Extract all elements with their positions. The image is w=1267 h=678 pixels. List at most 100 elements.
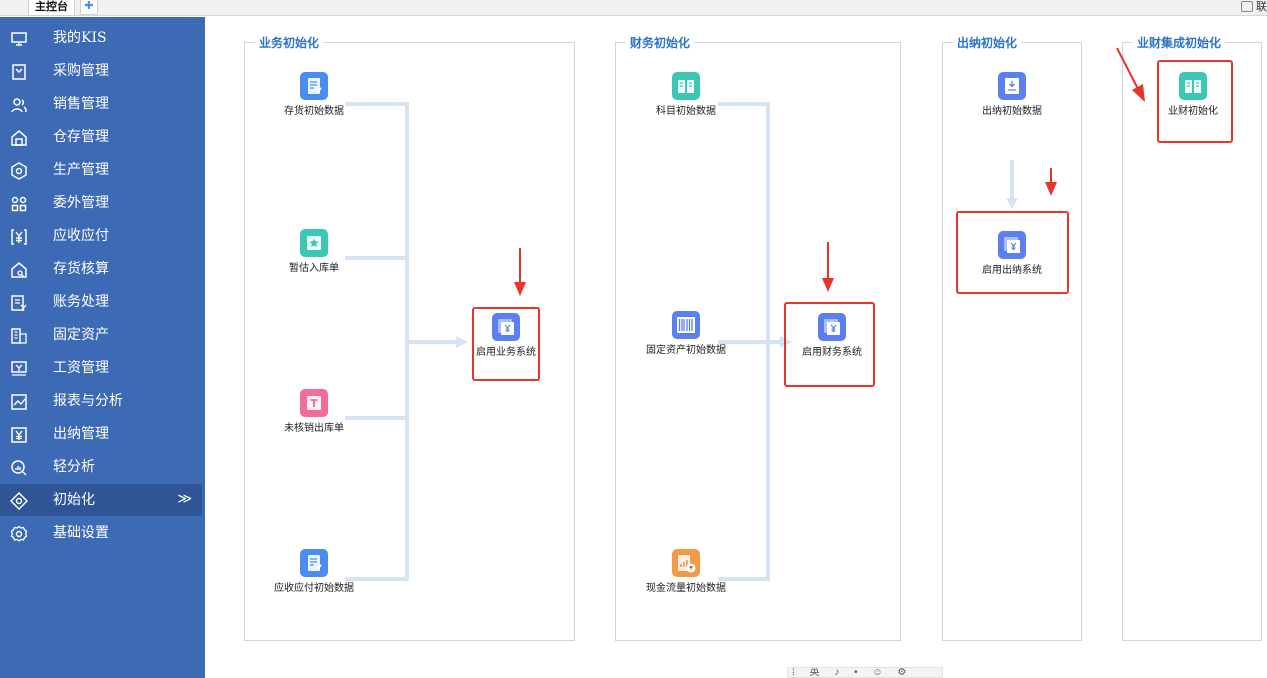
yen-stack-icon (492, 313, 520, 341)
init-icon (10, 492, 28, 510)
node-label: 启用业务系统 (476, 347, 536, 358)
connector-arrowhead-icon (780, 336, 792, 348)
sidebar-item-initialization[interactable]: 初始化 ≫ (0, 484, 202, 516)
connector-line (718, 102, 770, 106)
sidebar-item-sales[interactable]: 销售管理 (0, 88, 202, 120)
sidebar-item-basic-settings[interactable]: 基础设置 (0, 517, 202, 549)
sidebar-item-production[interactable]: 生产管理 (0, 154, 202, 186)
sidebar-item-reports[interactable]: 报表与分析 (0, 385, 202, 417)
sidebar-item-label: 报表与分析 (53, 393, 123, 409)
salary-icon (10, 360, 28, 378)
node-label: 科目初始数据 (656, 106, 716, 117)
node-unverified-outbound[interactable]: 未核销出库单 (264, 389, 364, 435)
connector-line (409, 340, 459, 344)
star-document-icon (300, 229, 328, 257)
cashflow-chart-icon (672, 549, 700, 577)
sidebar-item-label: 工资管理 (53, 360, 109, 376)
connector-line (345, 102, 409, 106)
chevron-right-icon[interactable]: ≫ (177, 490, 192, 506)
sidebar-item-salary[interactable]: 工资管理 (0, 352, 202, 384)
settings-icon (10, 525, 28, 543)
section-title: 业务初始化 (255, 35, 324, 51)
enable-cashier-system-button[interactable]: 启用出纳系统 (962, 231, 1062, 277)
node-account-init-data[interactable]: 科目初始数据 (636, 72, 736, 118)
node-cashier-init-data[interactable]: 出纳初始数据 (962, 72, 1062, 118)
sidebar-item-label: 我的KIS (53, 30, 107, 46)
download-document-icon (998, 72, 1026, 100)
section-title: 财务初始化 (626, 35, 695, 51)
enable-business-system-button[interactable]: 启用业务系统 (456, 313, 556, 359)
sidebar-item-label: 轻分析 (53, 459, 95, 475)
node-label: 启用财务系统 (802, 347, 862, 358)
node-fixed-asset-init-data[interactable]: 固定资产初始数据 (636, 311, 736, 357)
highlight-box (1157, 60, 1233, 143)
node-label: 启用出纳系统 (982, 265, 1042, 276)
monitor-icon (10, 30, 28, 48)
barcode-icon (672, 311, 700, 339)
users-icon (10, 96, 28, 114)
sidebar-item-inventory-costing[interactable]: 存货核算 (0, 253, 202, 285)
sidebar-item-accounting[interactable]: 账务处理 (0, 286, 202, 318)
node-label: 存货初始数据 (284, 106, 344, 117)
sidebar-item-receivables[interactable]: 应收应付 (0, 220, 202, 252)
node-label: 现金流量初始数据 (646, 583, 726, 594)
sidebar-item-label: 初始化 (53, 492, 95, 508)
sidebar: 我的KIS 采购管理 销售管理 仓存管理 生产管理 委外管理 应收应付 存货核算… (0, 17, 205, 678)
document-edit-icon (300, 72, 328, 100)
window-icon[interactable] (1241, 1, 1253, 12)
sidebar-item-label: 应收应付 (53, 228, 109, 244)
ledger-icon (10, 294, 28, 312)
node-estimated-inbound[interactable]: 暂估入库单 (264, 229, 364, 275)
highlight-box (784, 302, 875, 387)
connector-line (770, 340, 784, 344)
analysis-icon (10, 459, 28, 477)
red-arrow-icon (1045, 168, 1057, 196)
sidebar-item-label: 出纳管理 (53, 426, 109, 442)
section-title: 出纳初始化 (953, 35, 1022, 51)
enable-finance-system-button[interactable]: 启用财务系统 (782, 313, 882, 359)
outsource-icon (10, 195, 28, 213)
section-title: 业财集成初始化 (1133, 35, 1226, 51)
tab-main-console[interactable]: 主控台 (28, 0, 75, 16)
sidebar-item-label: 销售管理 (53, 96, 109, 112)
highlight-box (956, 211, 1069, 294)
sidebar-item-label: 基础设置 (53, 525, 109, 541)
inventory-icon (10, 261, 28, 279)
sidebar-item-purchase[interactable]: 采购管理 (0, 55, 202, 87)
ime-toolbar[interactable]: ⁞ 英 ♪ • ☺ ⚙ (787, 667, 943, 678)
sidebar-item-light-analysis[interactable]: 轻分析 (0, 451, 202, 483)
yen-stack-icon (818, 313, 846, 341)
connector-line (345, 416, 409, 420)
connector-line (718, 577, 770, 581)
sidebar-item-cashier[interactable]: 出纳管理 (0, 418, 202, 450)
node-inventory-init-data[interactable]: 存货初始数据 (264, 72, 364, 118)
connector-line (718, 340, 770, 344)
chart-icon (10, 393, 28, 411)
document-edit-icon (300, 549, 328, 577)
sidebar-item-label: 账务处理 (53, 294, 109, 310)
gear-icon (10, 162, 28, 180)
node-label: 固定资产初始数据 (646, 345, 726, 356)
node-business-finance-init[interactable]: 业财初始化 (1143, 72, 1243, 118)
node-label: 业财初始化 (1168, 106, 1218, 117)
sidebar-item-warehouse[interactable]: 仓存管理 (0, 121, 202, 153)
node-cashflow-init-data[interactable]: 现金流量初始数据 (636, 549, 736, 595)
sidebar-item-label: 存货核算 (53, 261, 109, 277)
connector-arrowhead-icon (456, 336, 468, 348)
node-ar-ap-init-data[interactable]: 应收应付初始数据 (264, 549, 364, 595)
connector-line (405, 102, 409, 581)
node-label: 应收应付初始数据 (274, 583, 354, 594)
sidebar-item-my-kis[interactable]: 我的KIS (0, 22, 202, 54)
connector-line (345, 577, 409, 581)
section-cashier-init: 出纳初始化 (942, 35, 1082, 641)
top-right-label[interactable]: 联 (1256, 1, 1267, 13)
node-label: 未核销出库单 (284, 423, 344, 434)
warehouse-icon (10, 129, 28, 147)
sidebar-item-fixed-assets[interactable]: 固定资产 (0, 319, 202, 351)
top-tab-bar: 主控台 ✚ 联 (0, 0, 1267, 16)
sidebar-item-outsourcing[interactable]: 委外管理 (0, 187, 202, 219)
building-icon (10, 327, 28, 345)
add-tab-button[interactable]: ✚ (80, 0, 98, 15)
text-document-icon (300, 389, 328, 417)
sidebar-item-label: 采购管理 (53, 63, 109, 79)
